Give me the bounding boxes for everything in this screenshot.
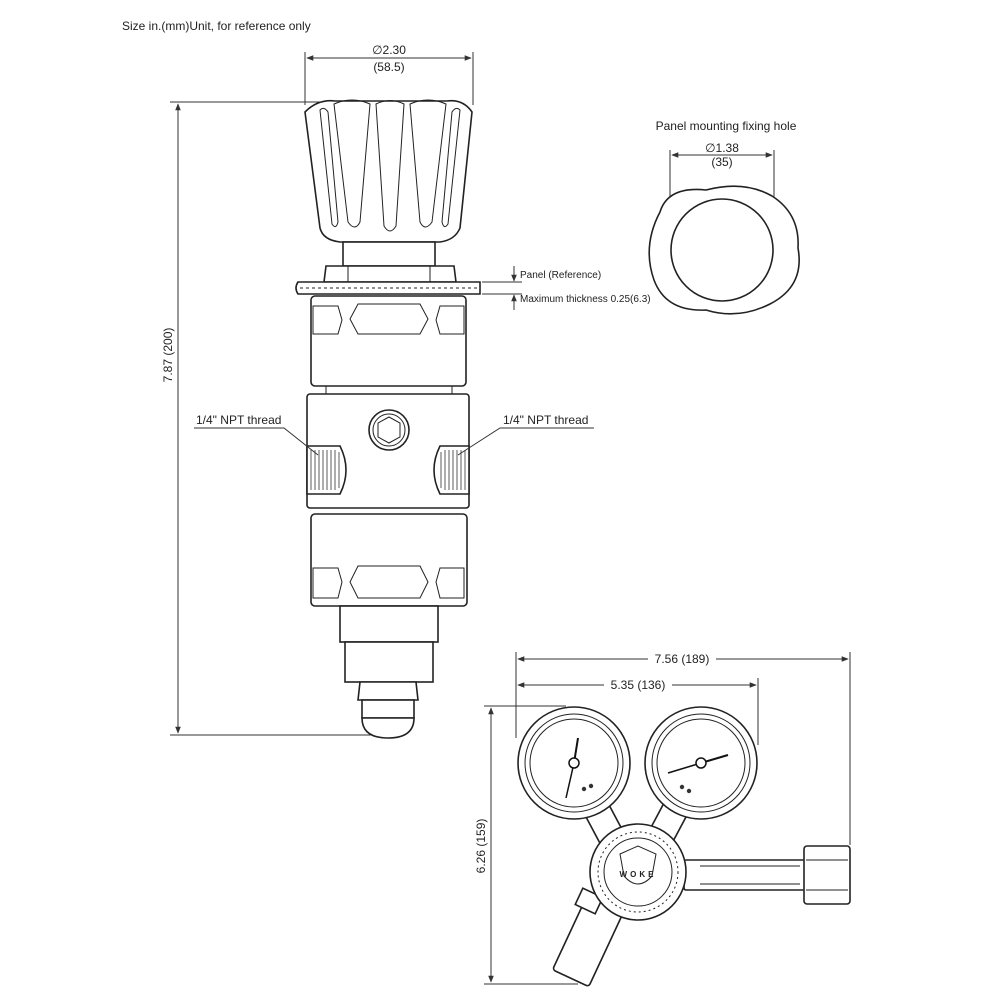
panel-nut: [323, 265, 457, 283]
reference-note: Size in.(mm)Unit, for reference only: [122, 19, 311, 33]
gauge-width-dimension: 5.35 (136): [517, 676, 759, 745]
regulator-knob: [304, 99, 473, 267]
knob-diameter-mm: (58.5): [373, 60, 404, 74]
side-view: ∅2.30 (58.5) 7.87 (200): [161, 43, 651, 739]
height-dimension: 7.87 (200): [161, 101, 385, 736]
regulator-center-body: WOKE: [589, 823, 687, 921]
bottom-stem: [339, 605, 439, 739]
height-label: 7.87 (200): [161, 328, 175, 383]
panel-reference: Panel (Reference) Maximum thickness 0.25…: [295, 266, 651, 310]
lower-bonnet: [310, 513, 468, 607]
hole-diameter-in: ∅1.38: [705, 141, 739, 155]
gauge-width-label: 5.35 (136): [611, 678, 666, 692]
front-height-label: 6.26 (159): [474, 819, 488, 874]
inlet-stem: [683, 845, 851, 905]
front-view: 7.56 (189) 5.35 (136) 6.26 (159): [474, 650, 851, 987]
port-left-label: 1/4" NPT thread: [196, 413, 281, 427]
panel-label: Panel (Reference): [520, 270, 601, 281]
left-port: [306, 445, 347, 495]
front-height-dimension: 6.26 (159): [474, 705, 578, 985]
inlet-nut: [803, 845, 851, 905]
brand-logo: WOKE: [620, 870, 657, 879]
mounting-hole: Panel mounting fixing hole ∅1.38 (35): [648, 119, 800, 315]
hole-diameter-mm: (35): [711, 155, 732, 169]
max-thickness-label: Maximum thickness 0.25(6.3): [520, 294, 651, 305]
hex-plug: [368, 409, 410, 451]
right-pressure-gauge: [644, 706, 758, 820]
hole-circle: [670, 198, 774, 302]
knob-diameter-dimension: ∅2.30 (58.5): [304, 43, 474, 105]
port-right-label: 1/4" NPT thread: [503, 413, 588, 427]
left-pressure-gauge: [517, 706, 631, 820]
regulator-body: 1/4" NPT thread 1/4" NPT thread: [194, 393, 594, 509]
knob-diameter-in: ∅2.30: [372, 43, 406, 57]
right-port: [433, 445, 470, 495]
mounting-hole-title: Panel mounting fixing hole: [656, 119, 797, 133]
overall-width-label: 7.56 (189): [655, 652, 710, 666]
upper-bonnet: [310, 295, 467, 394]
overall-width-dimension: 7.56 (189): [515, 650, 851, 845]
